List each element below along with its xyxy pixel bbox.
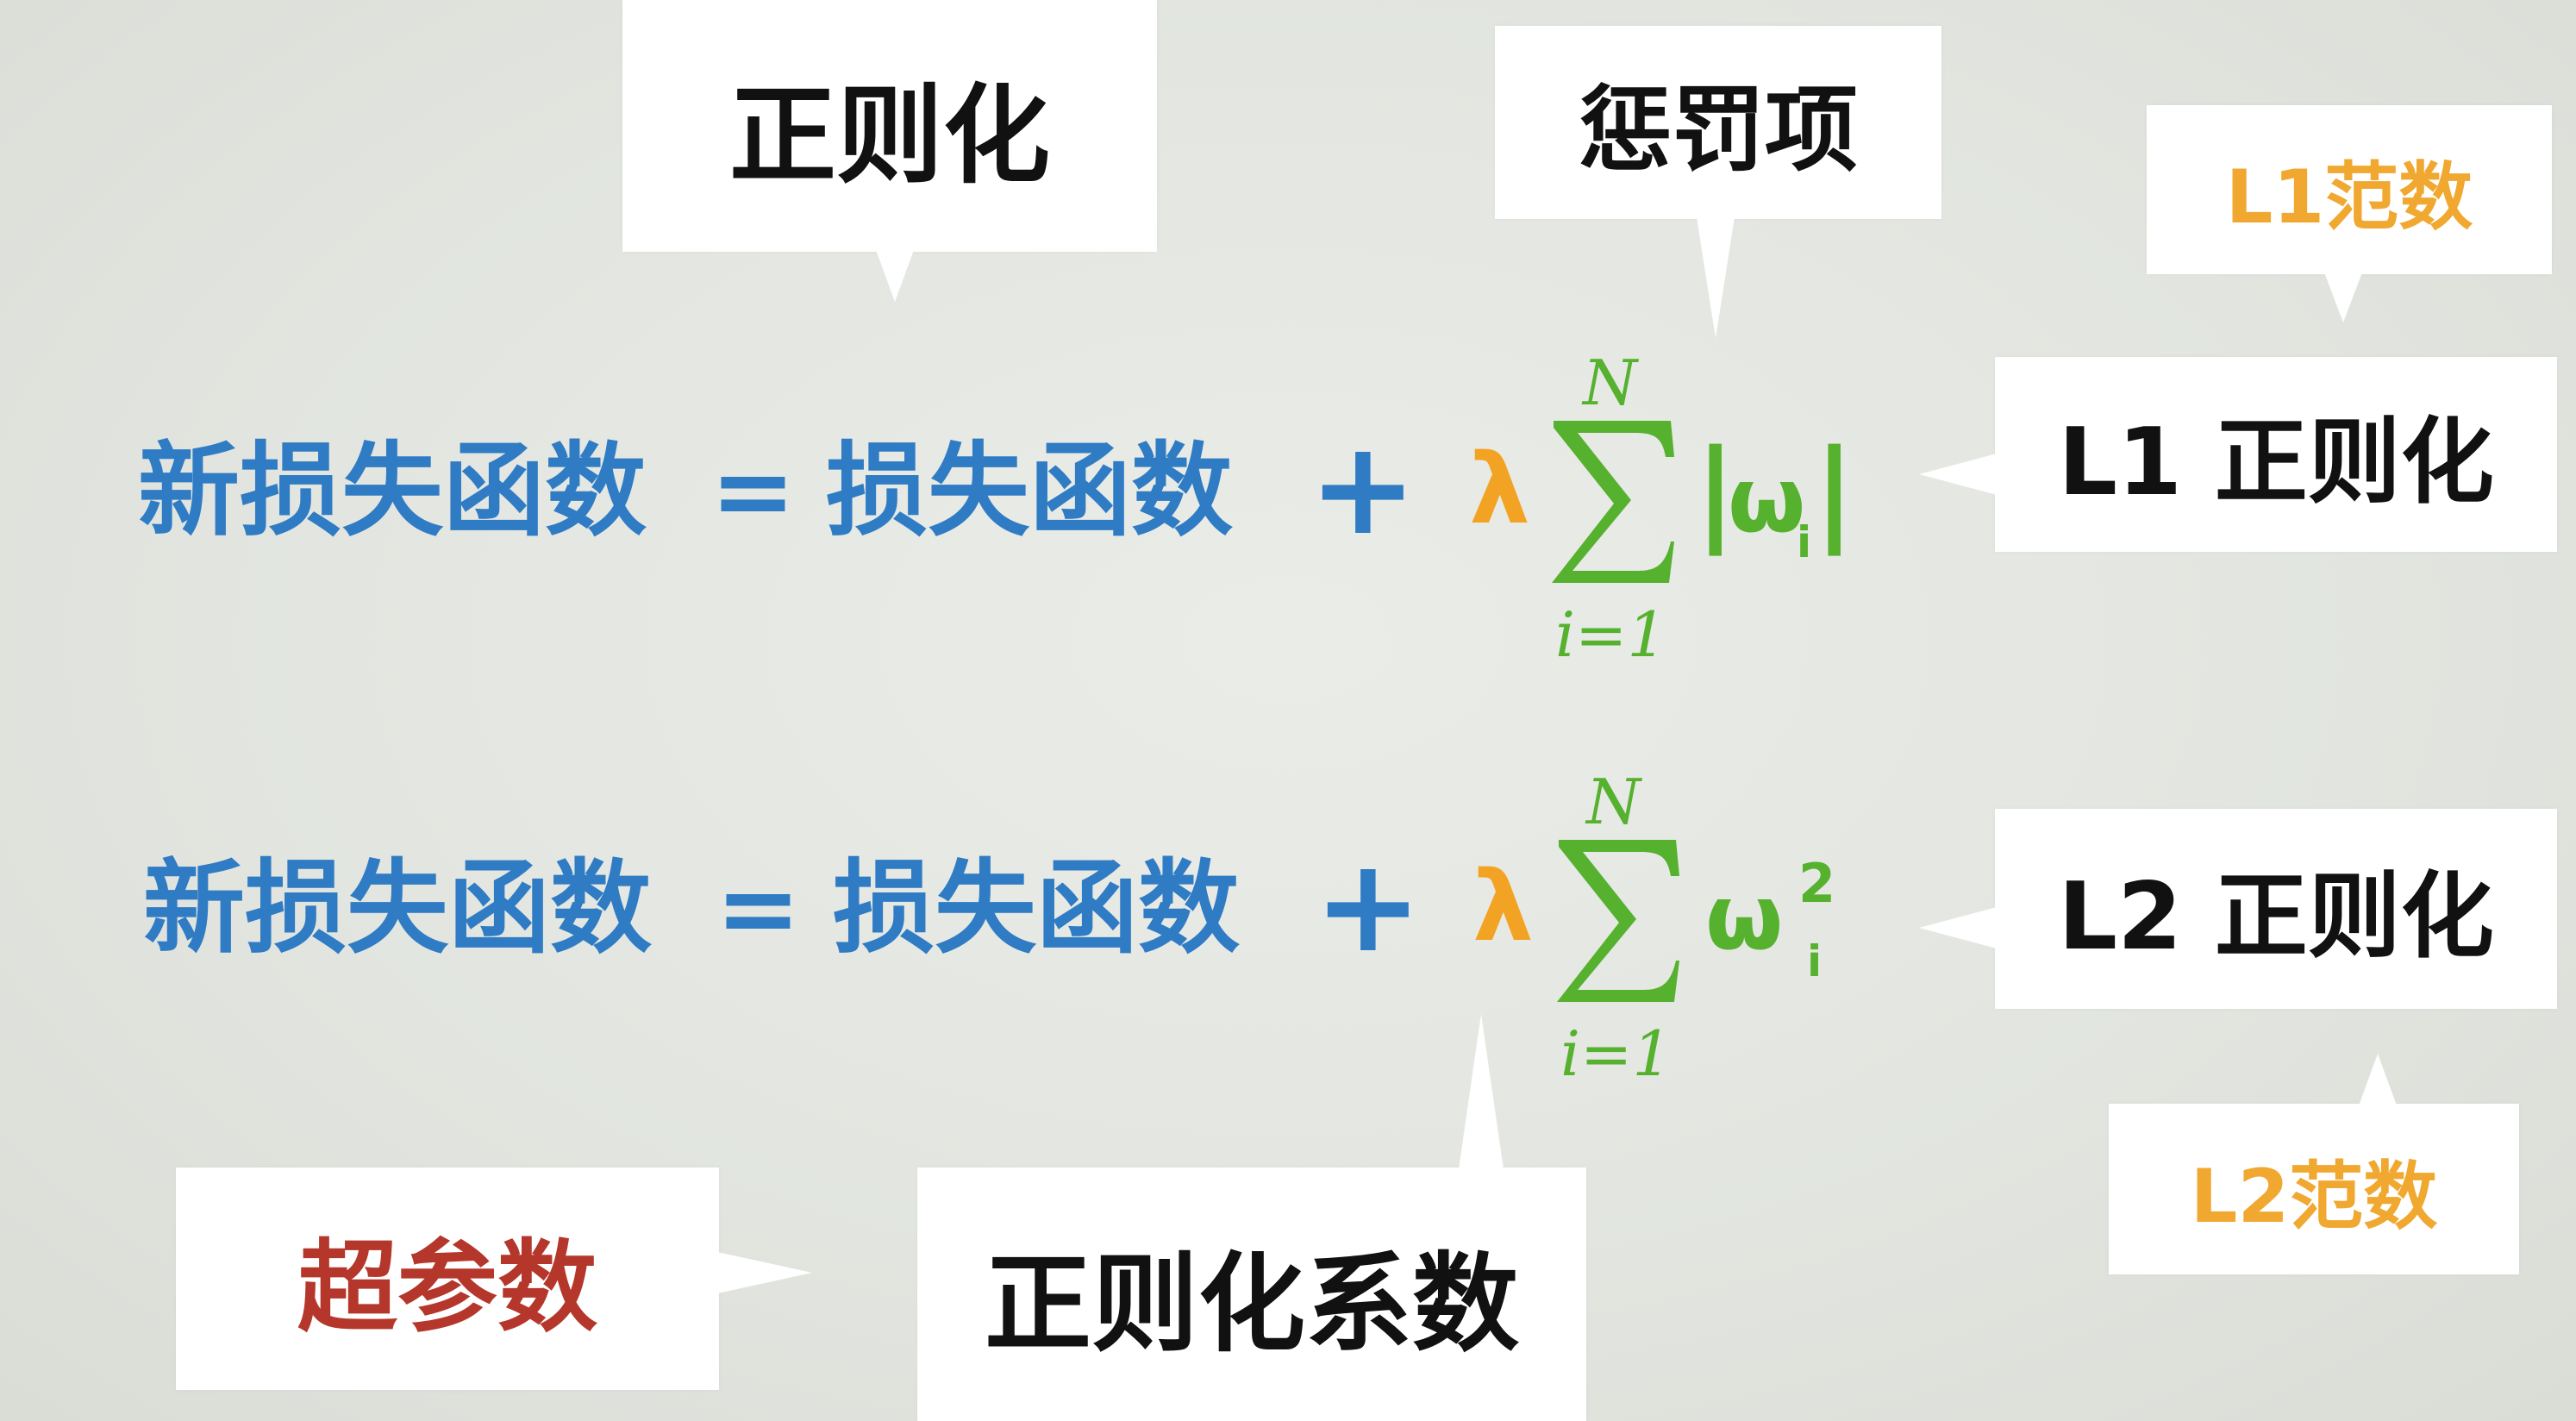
eq1-subscript: i [1797, 517, 1812, 567]
eq1-sum-upper: N [1583, 347, 1637, 419]
penalty-callout: 惩罚项 [1495, 26, 1941, 219]
eq1-sum-lower: i=1 [1555, 598, 1667, 671]
l1-regularization-pointer [1919, 454, 1997, 495]
l2-norm-pointer [2359, 1054, 2397, 1105]
eq1-abs-open: | [1695, 425, 1736, 556]
hyperparameter-label: 超参数 [297, 1230, 597, 1346]
l2-regularization-callout: L2 正则化 [1995, 809, 2557, 1009]
l2-regularization-pointer [1919, 907, 1997, 948]
regularization-pointer [876, 250, 914, 302]
eq2-equals: = [716, 848, 801, 967]
eq1-abs-close: | [1814, 425, 1855, 556]
regularization-label: 正则化 [728, 74, 1050, 198]
eq2-summation-icon [1557, 840, 1679, 1002]
eq2-lambda: λ [1472, 851, 1534, 963]
eq1-omega: ω [1728, 448, 1806, 553]
regularization-coefficient-label: 正则化系数 [984, 1243, 1519, 1367]
eq2-new-loss: 新损失函数 [143, 848, 653, 967]
eq2-sum-lower: i=1 [1560, 1017, 1673, 1090]
eq2-omega: ω [1705, 865, 1784, 970]
l1-regularization-callout: L1 正则化 [1995, 357, 2557, 552]
l1-norm-pointer [2324, 272, 2362, 322]
regularization-coefficient-pointer [1459, 1014, 1504, 1169]
hyperparameter-callout: 超参数 [176, 1167, 719, 1390]
eq1-summation-icon [1552, 421, 1674, 583]
l2-norm-label: L2范数 [2190, 1153, 2438, 1240]
hyperparameter-pointer [717, 1252, 812, 1293]
eq1-equals: = [710, 431, 796, 550]
eq2-sum-upper: N [1586, 766, 1641, 838]
eq2-superscript: 2 [1798, 852, 1836, 915]
l1-regularization-label: L1 正则化 [2058, 409, 2494, 516]
eq1-new-loss: 新损失函数 [138, 431, 647, 550]
eq1-plus: + [1309, 414, 1417, 564]
eq1-loss: 损失函数 [826, 431, 1234, 550]
eq2-plus: + [1314, 831, 1422, 981]
eq2-subscript: i [1807, 936, 1823, 986]
l2-regularization-label: L2 正则化 [2058, 863, 2494, 971]
regularization-coefficient-callout: 正则化系数 [917, 1167, 1586, 1421]
l1-norm-callout: L1范数 [2147, 105, 2552, 274]
l1-norm-label: L1范数 [2225, 153, 2473, 241]
eq2-loss: 损失函数 [833, 848, 1241, 967]
eq1-lambda: λ [1469, 434, 1530, 546]
l2-norm-callout: L2范数 [2109, 1104, 2519, 1274]
penalty-label: 惩罚项 [1578, 77, 1858, 185]
penalty-pointer [1697, 217, 1735, 338]
regularization-callout: 正则化 [622, 0, 1157, 252]
